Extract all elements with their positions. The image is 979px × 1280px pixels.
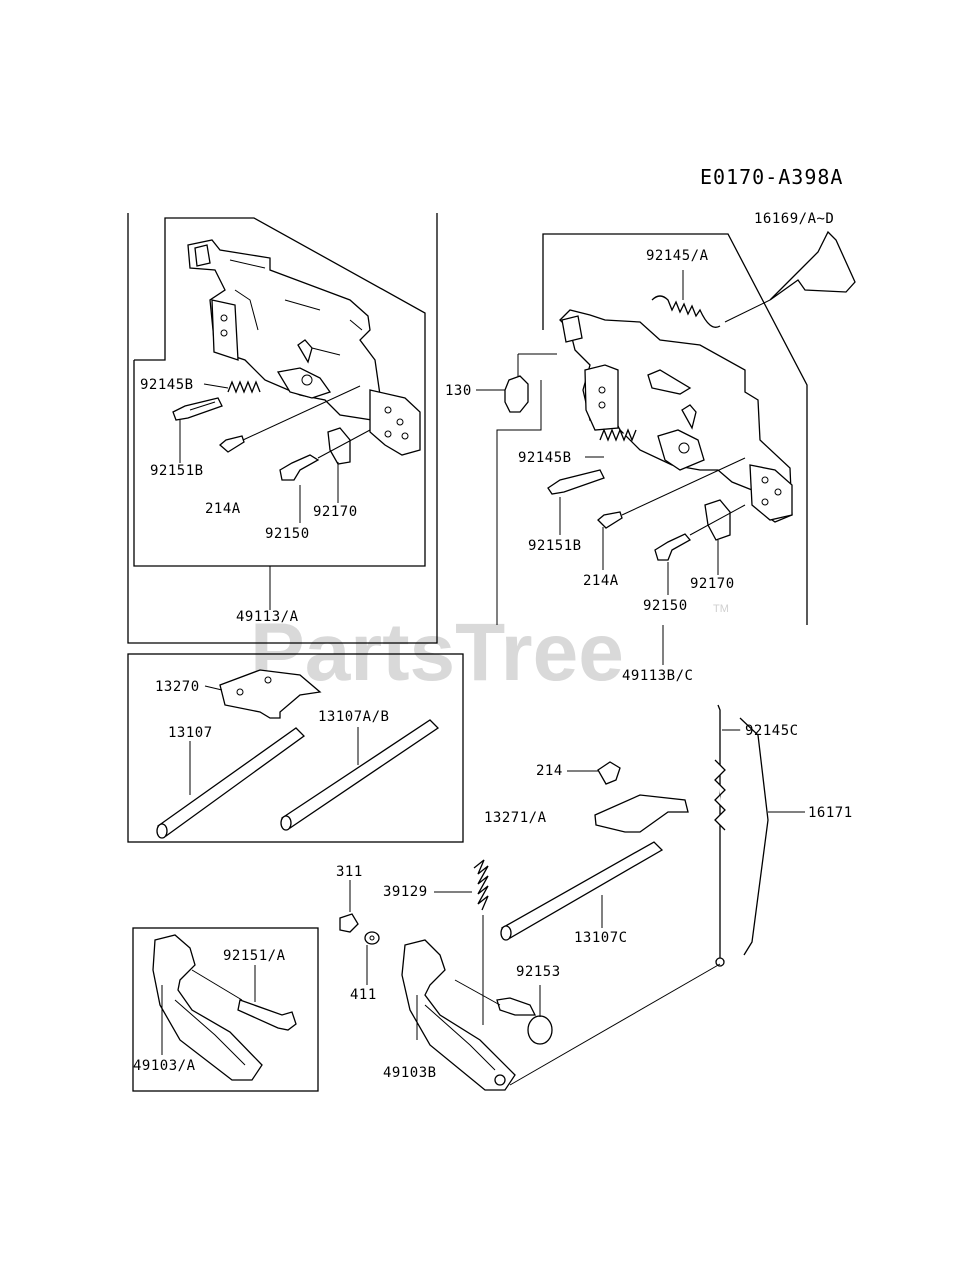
label-92170-right: 92170 — [690, 576, 735, 592]
label-130: 130 — [445, 383, 472, 399]
label-311: 311 — [336, 864, 363, 880]
label-39129: 39129 — [383, 884, 428, 900]
label-92170-left: 92170 — [313, 504, 358, 520]
label-214a-right: 214A — [583, 573, 619, 589]
label-49103-a: 49103/A — [133, 1058, 196, 1074]
label-13107ab: 13107A/B — [318, 709, 389, 725]
group-49113b-c — [476, 230, 856, 665]
label-92153: 92153 — [516, 964, 561, 980]
label-92145-a: 92145/A — [646, 248, 709, 264]
label-16171: 16171 — [808, 805, 853, 821]
part-labels: 16169/A~D 92145/A 92145B 130 92151B 214A… — [133, 211, 853, 1081]
label-92151b-right: 92151B — [528, 538, 582, 554]
label-92151b-left: 92151B — [150, 463, 204, 479]
label-92150-right: 92150 — [643, 598, 688, 614]
label-411: 411 — [350, 987, 377, 1003]
group-49103-a — [132, 927, 319, 1092]
label-92145b-left: 92145B — [140, 377, 194, 393]
label-13270: 13270 — [155, 679, 200, 695]
label-49103b: 49103B — [383, 1065, 437, 1081]
label-49113-a: 49113/A — [236, 609, 299, 625]
label-214: 214 — [536, 763, 563, 779]
label-92150-left: 92150 — [265, 526, 310, 542]
group-shafts — [127, 653, 464, 843]
label-13107: 13107 — [168, 725, 213, 741]
label-92151-a: 92151/A — [223, 948, 286, 964]
label-49113b-c: 49113B/C — [622, 668, 693, 684]
group-13271-lever — [339, 704, 805, 1091]
label-13107c: 13107C — [574, 930, 628, 946]
label-214a-left: 214A — [205, 501, 241, 517]
label-13271-a: 13271/A — [484, 810, 547, 826]
label-92145b-right: 92145B — [518, 450, 572, 466]
watermark-tm: TM — [713, 603, 729, 615]
label-92145c: 92145C — [745, 723, 799, 739]
label-16169: 16169/A~D — [754, 211, 834, 227]
group-49113-a — [127, 213, 438, 644]
diagram-code: E0170-A398A — [700, 165, 843, 189]
